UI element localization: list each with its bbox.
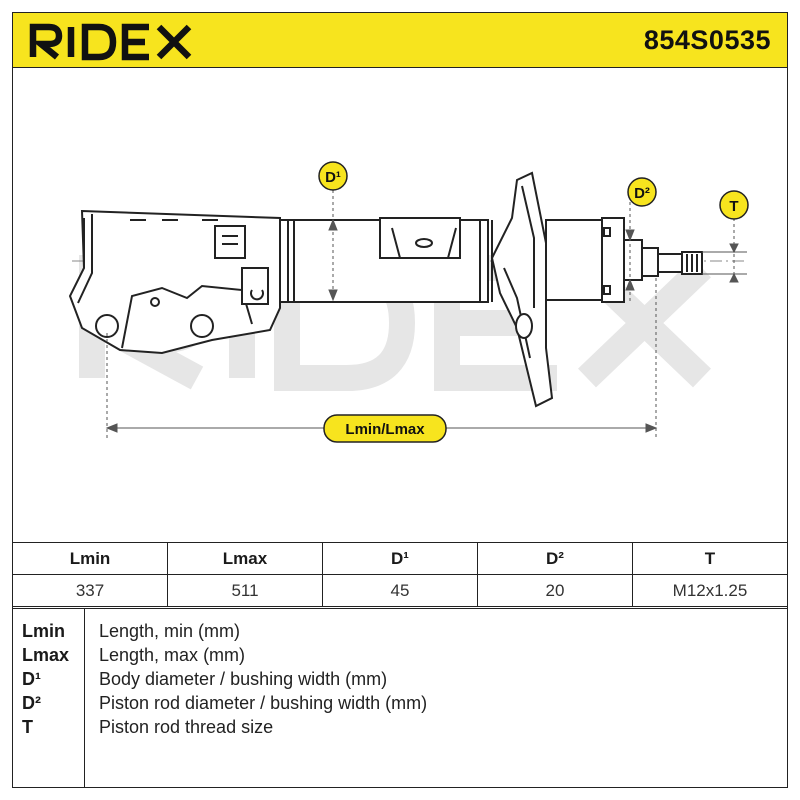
- value-d1: 45: [322, 574, 478, 607]
- legend-row-d2: D² Piston rod diameter / bushing width (…: [12, 693, 782, 717]
- legend-desc: Piston rod diameter / bushing width (mm): [99, 693, 428, 713]
- upper-tube: [545, 217, 659, 303]
- legend-desc: Length, min (mm): [99, 621, 241, 641]
- header-lmax: Lmax: [167, 542, 323, 575]
- legend-key: T: [22, 717, 33, 737]
- legend-key: D¹: [22, 669, 41, 689]
- svg-text:Lmin/Lmax: Lmin/Lmax: [345, 421, 425, 438]
- legend-desc: Piston rod thread size: [99, 717, 274, 737]
- spec-table-header-row: Lmin Lmax D¹ D² T: [12, 542, 788, 575]
- legend-row-lmax: Lmax Length, max (mm): [12, 645, 782, 669]
- legend-row-t: T Piston rod thread size: [12, 717, 782, 741]
- piston-rod: [657, 251, 703, 275]
- value-lmin: 337: [12, 574, 168, 607]
- spec-table: Lmin Lmax D¹ D² T 337 511 45 20 M12x1.25: [12, 542, 788, 607]
- header-d2: D²: [477, 542, 633, 575]
- knuckle-bracket: [68, 209, 281, 355]
- ridex-logo: [29, 23, 192, 61]
- legend-key: D²: [22, 693, 41, 713]
- d1-dimension: [328, 184, 338, 302]
- shock-absorber-drawing: D¹ D² T Lmin/Lmax: [68, 161, 749, 443]
- shock-body-tube: [279, 217, 493, 303]
- legend: Lmin Length, min (mm) Lmax Length, max (…: [12, 608, 788, 788]
- value-lmax: 511: [167, 574, 323, 607]
- t-dimension: [702, 218, 747, 283]
- legend-divider: [84, 609, 85, 787]
- d2-tag: D²: [627, 177, 657, 207]
- header-d1: D¹: [322, 542, 478, 575]
- legend-desc: Body diameter / bushing width (mm): [99, 669, 388, 689]
- legend-key: Lmax: [22, 645, 70, 665]
- svg-text:D²: D²: [634, 185, 650, 202]
- d1-tag: D¹: [318, 161, 348, 191]
- header-t: T: [632, 542, 788, 575]
- spec-table-value-row: 337 511 45 20 M12x1.25: [12, 574, 788, 607]
- length-tag: Lmin/Lmax: [323, 414, 447, 443]
- part-number: 854S0535: [643, 25, 771, 55]
- t-tag: T: [719, 190, 749, 220]
- header-lmin: Lmin: [12, 542, 168, 575]
- svg-text:D¹: D¹: [325, 169, 341, 186]
- legend-key: Lmin: [22, 621, 65, 641]
- legend-row-lmin: Lmin Length, min (mm): [12, 621, 782, 645]
- value-t: M12x1.25: [632, 574, 788, 607]
- value-d2: 20: [477, 574, 633, 607]
- d2-dimension: [625, 202, 635, 302]
- header-bar: 854S0535: [12, 12, 788, 68]
- legend-row-d1: D¹ Body diameter / bushing width (mm): [12, 669, 782, 693]
- svg-text:T: T: [729, 198, 738, 215]
- spring-seat-plate: [490, 171, 554, 408]
- legend-desc: Length, max (mm): [99, 645, 246, 665]
